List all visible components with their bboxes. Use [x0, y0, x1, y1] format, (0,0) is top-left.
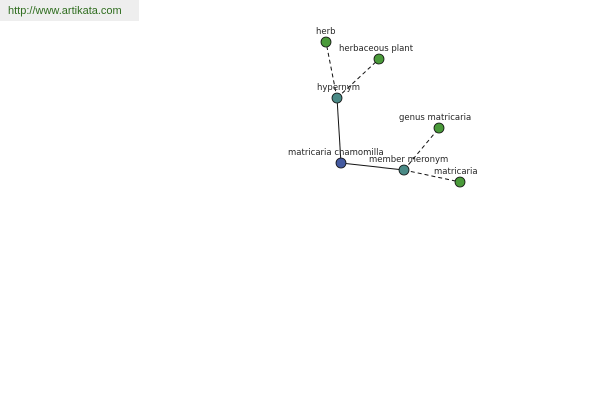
edge-member-meronym-genus-matricaria	[403, 127, 440, 171]
edge-hypernym-herb	[325, 41, 338, 99]
node-herb[interactable]	[320, 36, 332, 48]
label-matricaria-chamomilla: matricaria chamomilla	[288, 148, 384, 158]
label-hypernym: hypernym	[317, 83, 360, 93]
label-member-meronym: member meronym	[369, 155, 448, 165]
edge-root-member-meronym	[340, 162, 405, 171]
label-herb: herb	[316, 27, 336, 37]
node-matricaria-chamomilla[interactable]	[335, 157, 347, 169]
node-matricaria[interactable]	[454, 176, 466, 188]
node-hypernym[interactable]	[331, 92, 343, 104]
label-genus-matricaria: genus matricaria	[399, 113, 471, 123]
edge-root-hypernym	[336, 97, 342, 164]
edge-hypernym-herbaceous-plant	[336, 58, 380, 99]
node-herbaceous-plant[interactable]	[373, 53, 385, 65]
label-herbaceous-plant: herbaceous plant	[339, 44, 414, 54]
edge-member-meronym-matricaria	[403, 169, 461, 183]
url-banner[interactable]: http://www.artikata.com	[0, 0, 139, 21]
label-matricaria: matricaria	[434, 167, 478, 177]
node-genus-matricaria[interactable]	[433, 122, 445, 134]
node-member-meronym[interactable]	[398, 164, 410, 176]
